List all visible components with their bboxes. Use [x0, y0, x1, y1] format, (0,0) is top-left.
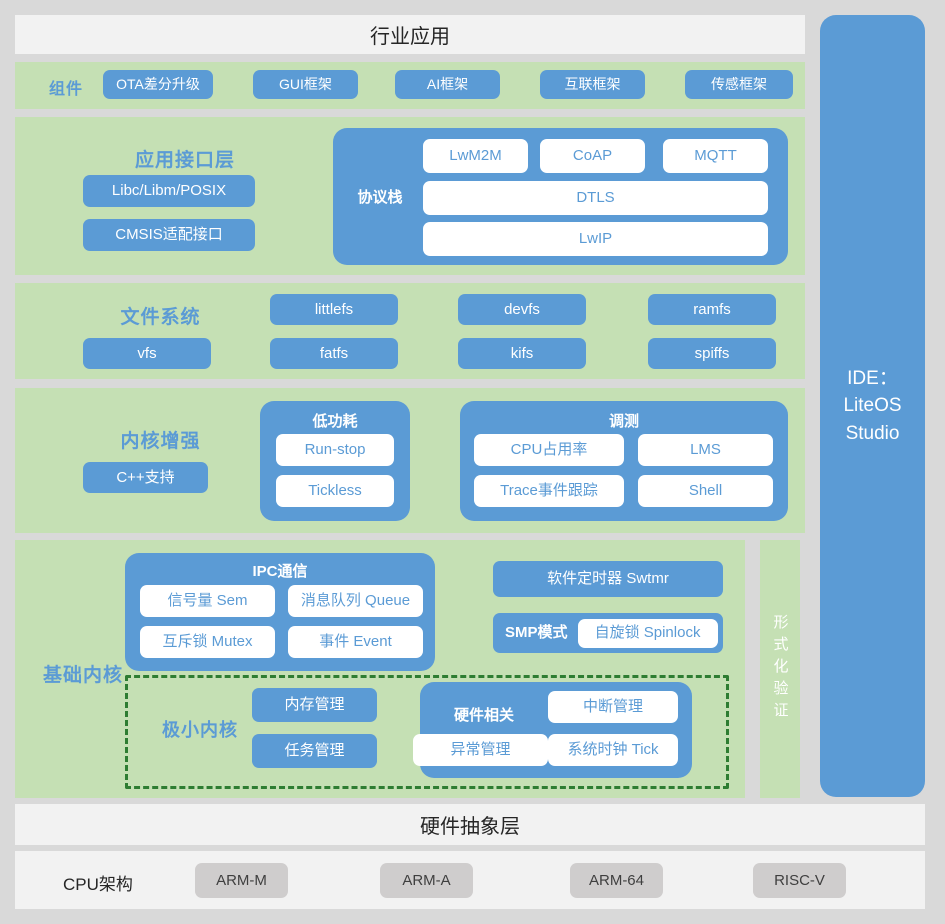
file-system-label: 文件系统	[120, 307, 201, 328]
micro-kernel-dashed-box: 极小内核 内存管理 任务管理 硬件相关 中断管理 异常管理 系统时钟 Tick	[125, 675, 729, 789]
kernel-enhancement-label: 内核增强	[120, 431, 201, 452]
app-interface-chip[interactable]: CMSIS适配接口	[83, 219, 255, 251]
debug-label: 调测	[608, 413, 639, 430]
kernel-enhancement-band: 内核增强 C++支持 低功耗 Run-stop Tickless 调测 CPU占…	[15, 388, 805, 533]
cpu-band: CPU架构 ARM-M ARM-A ARM-64 RISC-V	[15, 851, 925, 909]
cpu-chip[interactable]: ARM-64	[570, 863, 663, 898]
ipc-chip[interactable]: 消息队列 Queue	[288, 585, 423, 617]
micro-kernel-label: 极小内核	[162, 720, 238, 740]
micro-kernel-chip[interactable]: 内存管理	[252, 688, 377, 722]
base-kernel-label: 基础内核	[42, 665, 123, 686]
ipc-label: IPC通信	[252, 563, 308, 580]
smp-mode-panel: SMP模式 自旋锁 Spinlock	[493, 613, 723, 653]
formal-verification-column: 形式化验证	[760, 540, 800, 798]
protocol-chip[interactable]: DTLS	[423, 181, 768, 215]
hardware-chip[interactable]: 中断管理	[548, 691, 678, 723]
file-system-chip[interactable]: fatfs	[270, 338, 398, 369]
hardware-chip[interactable]: 系统时钟 Tick	[548, 734, 678, 766]
ipc-panel: IPC通信 信号量 Sem 消息队列 Queue 互斥锁 Mutex 事件 Ev…	[125, 553, 435, 671]
components-label: 组件	[48, 81, 83, 98]
ide-label: IDE： LiteOS Studio	[843, 367, 902, 444]
app-interface-layer-label: 应用接口层	[134, 150, 235, 171]
hardware-related-label: 硬件相关	[453, 707, 514, 724]
base-kernel-band: 基础内核 IPC通信 信号量 Sem 消息队列 Queue 互斥锁 Mutex …	[15, 540, 745, 798]
ipc-chip[interactable]: 互斥锁 Mutex	[140, 626, 275, 658]
low-power-label: 低功耗	[312, 413, 358, 430]
hal-band: 硬件抽象层	[15, 804, 925, 845]
file-system-band: 文件系统 littlefs devfs ramfs vfs fatfs kifs…	[15, 283, 805, 379]
spinlock-chip[interactable]: 自旋锁 Spinlock	[577, 618, 718, 648]
protocol-chip[interactable]: LwM2M	[423, 139, 528, 173]
formal-verification-label: 形式化验证	[771, 614, 789, 724]
file-system-chip[interactable]: devfs	[458, 294, 586, 325]
file-system-chip[interactable]: spiffs	[648, 338, 776, 369]
low-power-chip[interactable]: Tickless	[276, 475, 394, 507]
protocol-chip[interactable]: LwIP	[423, 222, 768, 256]
hal-label: 硬件抽象层	[420, 816, 520, 838]
components-band: 组件 OTA差分升级 GUI框架 AI框架 互联框架 传感框架	[15, 62, 805, 109]
micro-kernel-chip[interactable]: 任务管理	[252, 734, 377, 768]
protocol-chip[interactable]: CoAP	[540, 139, 645, 173]
app-interface-layer-band: 应用接口层 Libc/Libm/POSIX CMSIS适配接口 协议栈 LwM2…	[15, 117, 805, 275]
hardware-chip[interactable]: 异常管理	[413, 734, 548, 766]
ipc-chip[interactable]: 事件 Event	[288, 626, 423, 658]
file-system-chip[interactable]: kifs	[458, 338, 586, 369]
cpu-architecture-label: CPU架构	[63, 875, 133, 894]
component-chip[interactable]: AI框架	[395, 70, 500, 99]
protocol-stack-label: 协议栈	[357, 189, 403, 206]
hardware-related-panel: 硬件相关 中断管理 异常管理 系统时钟 Tick	[413, 682, 692, 778]
ipc-chip[interactable]: 信号量 Sem	[140, 585, 275, 617]
debug-chip[interactable]: CPU占用率	[474, 434, 624, 466]
cpu-chip[interactable]: RISC-V	[753, 863, 846, 898]
low-power-chip[interactable]: Run-stop	[276, 434, 394, 466]
protocol-stack-panel: 协议栈 LwM2M CoAP MQTT DTLS LwIP	[333, 128, 788, 265]
app-interface-chip[interactable]: Libc/Libm/POSIX	[83, 175, 255, 207]
component-chip[interactable]: GUI框架	[253, 70, 358, 99]
ide-liteos-studio-column[interactable]: IDE： LiteOS Studio	[820, 15, 925, 797]
component-chip[interactable]: OTA差分升级	[103, 70, 213, 99]
file-system-chip[interactable]: vfs	[83, 338, 211, 369]
smp-mode-label: SMP模式	[505, 624, 568, 642]
cpu-chip[interactable]: ARM-A	[380, 863, 473, 898]
file-system-chip[interactable]: ramfs	[648, 294, 776, 325]
protocol-chip[interactable]: MQTT	[663, 139, 768, 173]
component-chip[interactable]: 互联框架	[540, 70, 645, 99]
debug-chip[interactable]: Shell	[638, 475, 773, 507]
low-power-panel: 低功耗 Run-stop Tickless	[260, 401, 410, 521]
industry-application-label: 行业应用	[370, 26, 450, 48]
cpu-chip[interactable]: ARM-M	[195, 863, 288, 898]
debug-panel: 调测 CPU占用率 LMS Trace事件跟踪 Shell	[460, 401, 788, 521]
debug-chip[interactable]: Trace事件跟踪	[474, 475, 624, 507]
software-timer-chip[interactable]: 软件定时器 Swtmr	[493, 561, 723, 597]
component-chip[interactable]: 传感框架	[685, 70, 793, 99]
debug-chip[interactable]: LMS	[638, 434, 773, 466]
industry-application-band: 行业应用	[15, 15, 805, 54]
kernel-enhancement-chip[interactable]: C++支持	[83, 462, 208, 493]
file-system-chip[interactable]: littlefs	[270, 294, 398, 325]
